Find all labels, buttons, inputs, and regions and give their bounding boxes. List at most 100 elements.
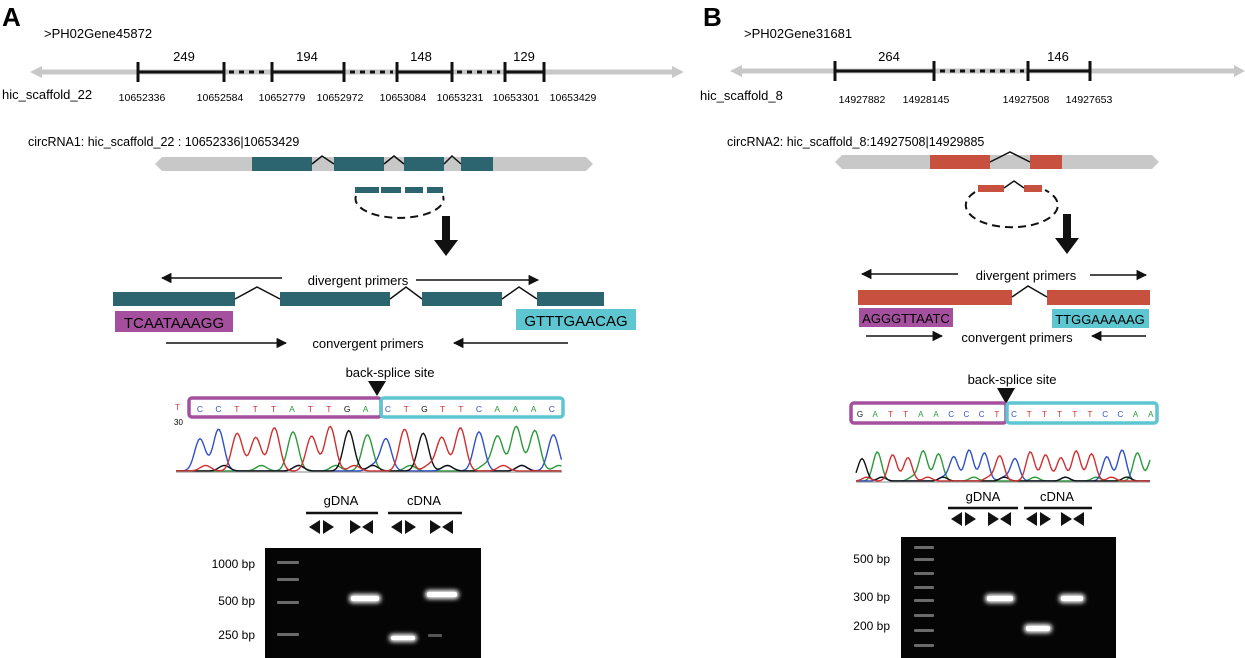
backbone-left-arrowhead <box>730 65 742 77</box>
trace-base: A <box>933 410 939 419</box>
exon-length: 129 <box>513 49 535 64</box>
coordinate: 10652779 <box>259 92 306 104</box>
sequence-right: TTGGAAAAAG <box>1055 312 1145 327</box>
trace-base: A <box>873 410 879 419</box>
gel-band <box>349 594 381 603</box>
mrna-backbone <box>835 155 1159 169</box>
splice-junction <box>1003 180 1025 189</box>
convergent-primer-icon <box>988 512 1011 526</box>
splice-junction <box>1011 285 1048 298</box>
convergent-primer-icon <box>430 520 453 534</box>
exon-block <box>280 292 390 306</box>
marker-label: 500 bp <box>853 552 890 566</box>
panel-a-primer-diagram: divergent primers TCAATAAAGG GTTTGAACAG … <box>113 272 636 351</box>
trace-position: 30 <box>174 418 183 427</box>
back-splice-marker <box>368 381 386 396</box>
exon-length: 264 <box>878 49 900 64</box>
gel-band <box>1024 624 1052 633</box>
exon-block <box>930 155 990 169</box>
divergent-primer-icon <box>309 520 334 534</box>
coordinate: 10653429 <box>550 92 597 104</box>
coordinate: 10652584 <box>197 92 244 104</box>
panel-a-gene-structure: 249 194 148 129 hic_scaffold_22 10652336… <box>2 49 684 104</box>
trace-base: T <box>903 410 908 419</box>
sequence-right-box <box>1052 309 1149 328</box>
splice-junction <box>443 154 462 165</box>
splice-junction <box>311 155 335 165</box>
coordinate: 14927508 <box>1003 94 1050 106</box>
exon-block <box>461 157 493 171</box>
panel-b-gene-structure: 264 146 hic_scaffold_8 14927882 14928145… <box>700 49 1245 106</box>
splice-junction <box>989 151 1031 163</box>
exon-length: 194 <box>296 49 318 64</box>
divergent-primer-icon <box>951 512 976 526</box>
trace-peak <box>856 449 1150 482</box>
circ-exon <box>381 187 401 193</box>
back-splice-label: back-splice site <box>968 372 1057 387</box>
trace-peak <box>176 429 562 472</box>
panel-b-mrna-track <box>835 151 1159 169</box>
circ-exon <box>1024 185 1042 192</box>
convergent-primer-icon <box>350 520 373 534</box>
panel-b-gene-name: >PH02Gene31681 <box>744 26 852 41</box>
splice-junction <box>389 286 423 300</box>
sequence-left: AGGGTTAATC <box>862 311 950 326</box>
trace-base: T <box>271 404 276 414</box>
trace-base: C <box>979 410 985 419</box>
panel-b: B >PH02Gene31681 264 146 hic_scaffold_8 … <box>700 2 1245 658</box>
marker-label: 250 bp <box>218 628 255 642</box>
circ-exon <box>427 187 443 193</box>
trace-base: A <box>494 404 500 414</box>
trace-base: C <box>964 410 970 419</box>
sequence-right-frame <box>1005 401 1159 425</box>
trace-base: T <box>234 404 239 414</box>
exon <box>833 61 936 81</box>
circrna-label: circRNA1: hic_scaffold_22 : 10652336|106… <box>28 135 299 149</box>
gel-band <box>389 634 417 642</box>
trace-base: C <box>948 410 954 419</box>
exon <box>270 62 346 82</box>
circ-exon <box>355 187 379 193</box>
exon-block <box>858 290 1012 305</box>
panel-b-circrna-diagram <box>964 180 1079 254</box>
exon-length: 249 <box>173 49 195 64</box>
down-arrow-head <box>434 240 458 256</box>
panel-b-gel: gDNA cDNA <box>853 489 1116 658</box>
trace-peak <box>855 457 1150 482</box>
exon <box>136 62 226 82</box>
cdna-label: cDNA <box>1040 489 1074 504</box>
panel-b-primer-diagram: divergent primers AGGGTTAATC TTGGAAAAAG … <box>858 268 1150 345</box>
sequence-left-box <box>115 311 233 332</box>
splice-junction <box>234 286 281 300</box>
trace-base: T <box>458 404 463 414</box>
trace-base: T <box>253 404 258 414</box>
exon-block <box>422 292 502 306</box>
gdna-label: gDNA <box>324 493 359 508</box>
gel-band-faint <box>428 634 442 637</box>
panel-a-label: A <box>2 2 21 32</box>
panel-a-mrna-track <box>155 154 593 171</box>
exon-block <box>404 157 444 171</box>
panel-b-label: B <box>703 2 722 32</box>
trace-peak <box>855 449 1150 482</box>
trace-base: A <box>513 404 519 414</box>
back-splice-marker <box>997 388 1015 404</box>
marker-label: 300 bp <box>853 590 890 604</box>
trace-base: C <box>549 404 555 414</box>
divergent-primer-icon <box>1026 512 1051 526</box>
back-splice-label: back-splice site <box>346 365 435 380</box>
trace-base: T <box>1088 410 1093 419</box>
exon-length: 148 <box>410 49 432 64</box>
trace-base: T <box>1057 410 1062 419</box>
coordinate: 14927882 <box>839 94 886 106</box>
convergent-primers-label: convergent primers <box>961 330 1073 345</box>
exon-block <box>1047 290 1150 305</box>
trace-base: C <box>476 404 482 414</box>
trace-base: T <box>440 404 445 414</box>
exon-block <box>334 157 384 171</box>
circ-loop <box>964 189 1059 229</box>
backbone-right-arrowhead <box>672 66 684 78</box>
